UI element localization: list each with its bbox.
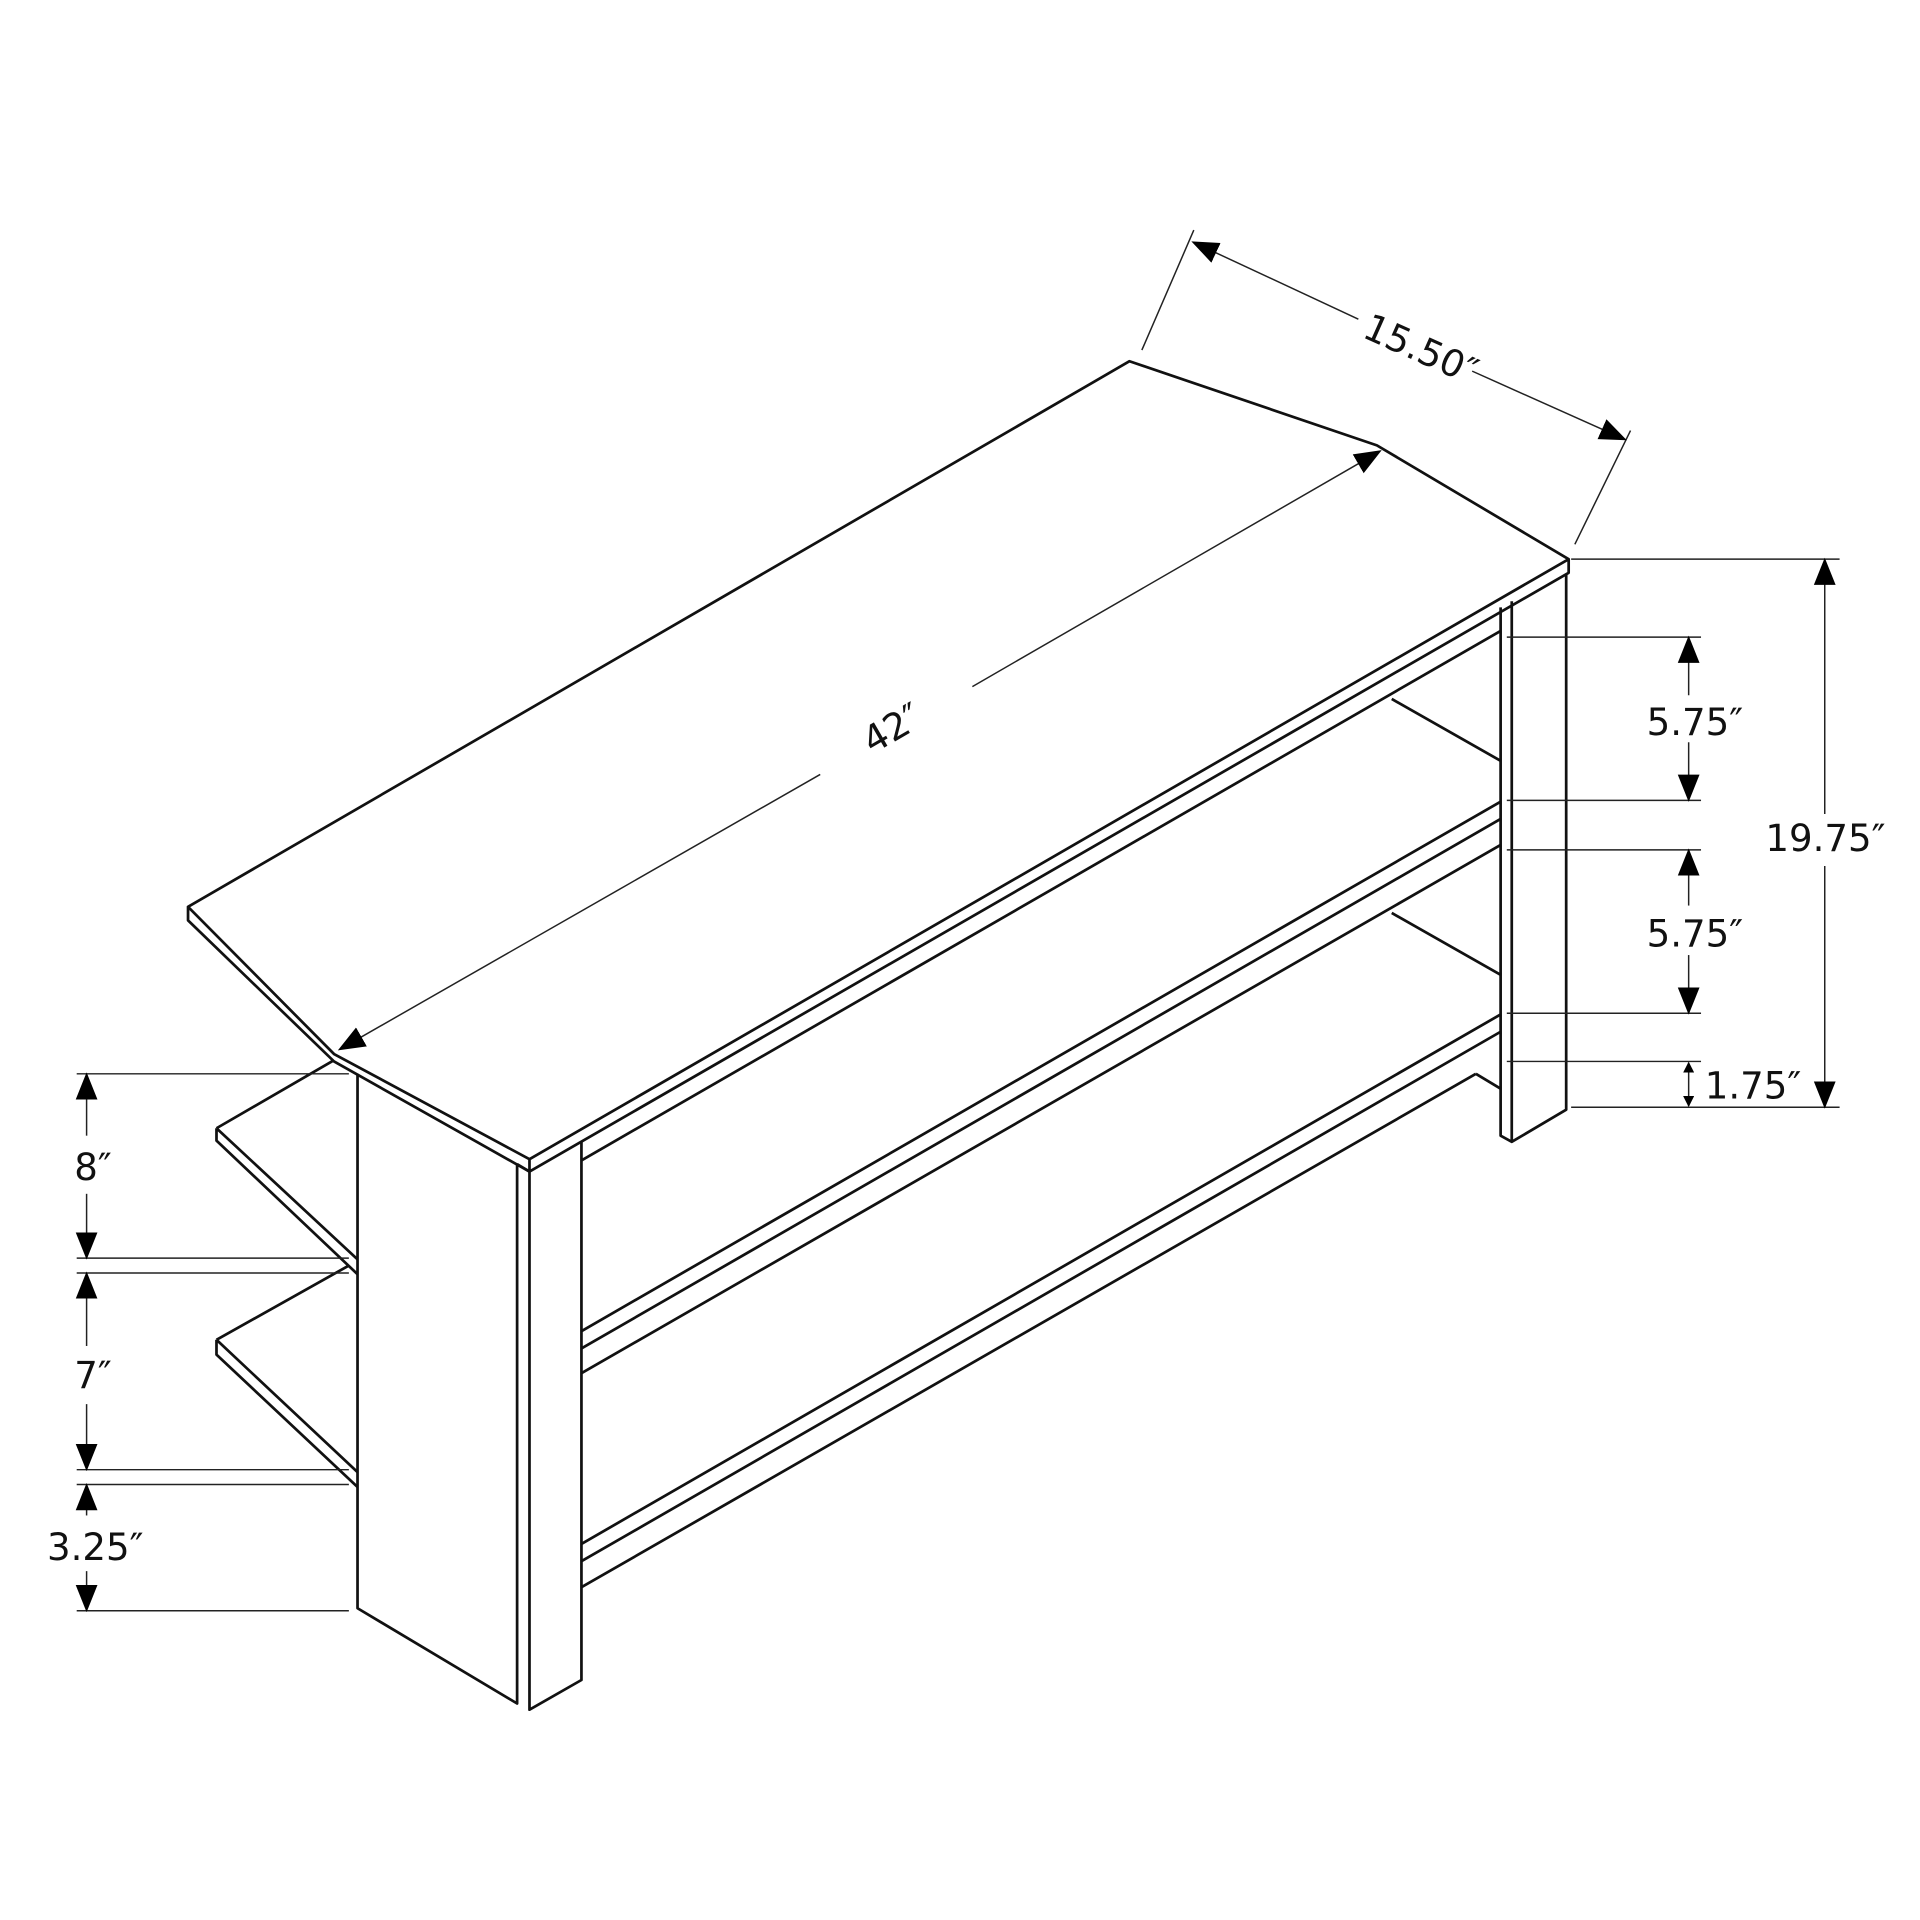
left-shelf-top-label: 8″: [74, 1146, 111, 1189]
right-shelf-middle-label: 5.75″: [1647, 912, 1744, 955]
dimension-lines: [75, 229, 1840, 1613]
side-shelves: [215, 1059, 359, 1489]
right-leg: [1499, 574, 1568, 1144]
left-shelf-middle-label: 7″: [74, 1354, 111, 1397]
height-label: 19.75″: [1765, 817, 1885, 860]
left-leg: [356, 1073, 583, 1712]
left-bottom-clearance-label: 3.25″: [47, 1526, 144, 1569]
tv-stand-outline: [186, 359, 1571, 1712]
dimension-labels: 15.50″ 42″ 19.75″ 5.75″ 5.75″ 1.75″ 8″ 7…: [47, 305, 1885, 1569]
top-apron: [580, 629, 1502, 1162]
width-label: 42″: [855, 695, 929, 763]
tabletop: [186, 359, 1571, 1173]
middle-shelf: [580, 697, 1502, 1375]
right-shelf-top-label: 5.75″: [1647, 701, 1744, 744]
depth-label: 15.50″: [1357, 305, 1484, 393]
right-bottom-clearance-label: 1.75″: [1705, 1065, 1801, 1108]
bottom-shelf: [580, 911, 1502, 1589]
